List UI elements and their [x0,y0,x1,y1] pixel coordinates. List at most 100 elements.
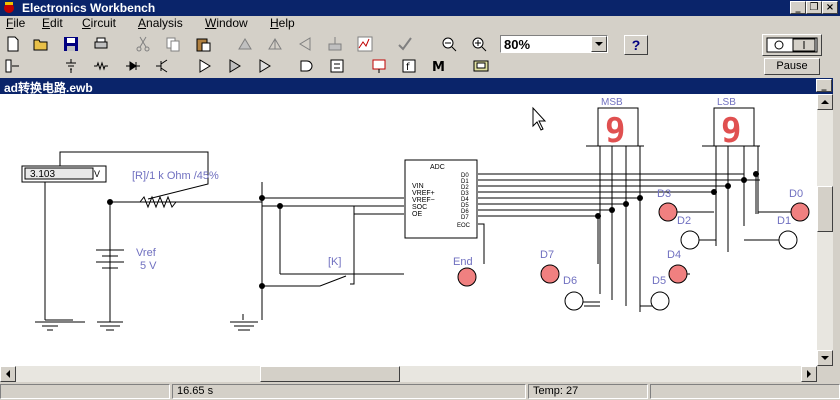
probe[interactable]: D7 [540,249,560,284]
end-probe[interactable]: End [453,256,477,287]
msb-label: MSB [601,97,623,108]
adc-pin: D3 [461,191,469,197]
miscellaneous-icon[interactable]: M [430,57,450,75]
potentiometer[interactable]: [R]/1 k Ohm /45% [132,170,219,209]
new-file-icon[interactable] [4,35,24,53]
menu-bar: File Edit Circuit Analysis Window Help [0,16,840,33]
adc-pin: OE [412,211,422,218]
probe[interactable]: D3 [657,188,678,222]
probe-label: D2 [677,215,691,227]
paste-icon[interactable] [194,35,214,53]
status-panel [650,384,840,399]
adc-pin: D2 [461,185,469,191]
status-bar: 16.65 s Temp: 27 [0,383,840,400]
logic-gates-icon[interactable] [298,57,318,75]
digital-ics-icon[interactable] [256,57,276,75]
menu-analysis[interactable]: Analysis [138,16,183,30]
probe-label: D0 [789,188,803,200]
save-icon[interactable] [62,35,82,53]
vref-value: 5 V [140,260,157,272]
analog-ics-icon[interactable] [196,57,216,75]
copy-icon[interactable] [164,35,184,53]
probe[interactable]: D6 [563,275,584,311]
probe-label: D5 [652,275,666,287]
document-minimize-button[interactable]: _ [816,79,832,92]
pause-button[interactable]: Pause [764,58,820,75]
horizontal-scrollbar[interactable] [0,366,817,382]
controls-icon[interactable]: f [400,57,420,75]
component-properties-icon[interactable] [326,35,346,53]
scroll-left-icon[interactable] [0,366,16,382]
power-switch-icon [766,37,818,53]
vref-label: Vref [136,247,157,259]
flip-vertical-icon[interactable] [266,35,286,53]
vertical-scrollbar[interactable] [817,94,833,366]
document-title: ad转换电路.ewb [4,81,93,95]
lsb-digit: 9 [721,111,741,151]
zoom-select[interactable]: 80% [500,35,608,53]
msb-display[interactable]: MSB 9 [597,97,639,151]
window-title: Electronics Workbench [22,1,156,15]
zoom-in-icon[interactable] [470,35,490,53]
probe-label: D4 [667,249,681,261]
cut-icon[interactable] [134,35,154,53]
status-temp: Temp: 27 [528,384,648,399]
instruments-icon[interactable] [472,57,492,75]
adc-pin: D7 [461,215,469,221]
open-folder-icon[interactable] [32,35,52,53]
adc-pin: VREF− [412,197,435,204]
analysis-graphs-icon[interactable] [396,35,416,53]
status-panel [0,384,170,399]
mixed-ics-icon[interactable] [226,57,246,75]
close-button[interactable]: × [822,1,838,14]
help-button[interactable]: ? [624,35,648,55]
menu-window[interactable]: Window [205,16,248,30]
zoom-out-icon[interactable] [440,35,460,53]
probe[interactable]: D5 [650,275,670,311]
voltmeter[interactable]: 3.103 V [21,165,107,183]
power-switch[interactable] [762,34,822,56]
app-icon [4,2,14,13]
probe[interactable]: D4 [667,249,688,284]
probe[interactable]: D1 [777,215,798,250]
restore-button[interactable]: ❐ [806,1,822,14]
digital-icon[interactable] [328,57,348,75]
probe[interactable]: D0 [789,188,810,222]
scroll-down-icon[interactable] [817,350,833,366]
adc-pin: SOC [412,204,427,211]
transistors-icon[interactable] [154,57,174,75]
scroll-up-icon[interactable] [817,94,833,110]
circuit-canvas[interactable]: 3.103 V [R]/1 k Ohm /45% Vref 5 V [K] AD… [0,94,817,366]
probe[interactable]: D2 [677,215,700,250]
horizontal-scroll-thumb[interactable] [260,366,400,382]
create-subcircuit-icon[interactable] [356,35,376,53]
menu-file[interactable]: File [6,16,26,30]
rotate-icon[interactable] [236,35,256,53]
vertical-scroll-thumb[interactable] [817,186,833,232]
menu-edit[interactable]: Edit [42,16,63,30]
adc-pin: D1 [461,179,469,185]
end-label: End [453,256,473,268]
sources-icon[interactable] [62,57,82,75]
probe-label: D1 [777,215,791,227]
diodes-icon[interactable] [124,57,144,75]
minimize-button[interactable]: _ [790,1,806,14]
flip-horizontal-icon[interactable] [296,35,316,53]
adc-pin: D6 [461,209,469,215]
menu-circuit[interactable]: Circuit [82,16,117,30]
toolbar: f M [0,33,840,77]
print-icon[interactable] [92,35,112,53]
lsb-label: LSB [717,97,736,108]
menu-help[interactable]: Help [270,16,295,30]
meter-mode: V [94,169,100,179]
indicators-icon[interactable] [370,57,390,75]
status-time: 16.65 s [172,384,526,399]
scroll-right-icon[interactable] [801,366,817,382]
adc-chip[interactable]: ADC VIN VREF+ VREF− SOC OE D0 D1 D2 D3 D… [404,159,478,239]
lsb-display[interactable]: LSB 9 [713,97,755,151]
chevron-down-icon[interactable] [591,36,607,52]
parts-bin-icon[interactable] [4,57,24,75]
basic-components-icon[interactable] [92,57,112,75]
probe-label: D7 [540,249,554,261]
adc-name: ADC [430,164,445,171]
